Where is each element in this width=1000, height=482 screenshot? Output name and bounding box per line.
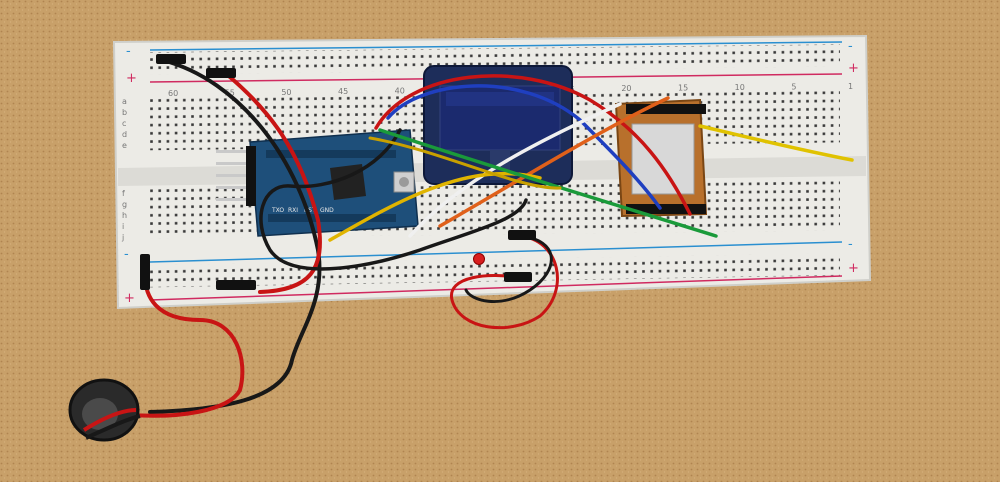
row-label: d — [122, 130, 127, 139]
row-label: f — [122, 189, 125, 198]
battery-connector — [68, 378, 141, 442]
column-label: 20 — [621, 84, 631, 93]
wire-black-battery — [148, 58, 322, 414]
bottom-positive-rail-line — [149, 275, 843, 301]
wire-white — [408, 102, 622, 238]
top-right-plus-marker: + — [848, 61, 859, 76]
row-label: e — [122, 141, 127, 150]
wire-red-led-loop — [450, 234, 559, 330]
row-label: g — [122, 200, 127, 209]
wire-yellow-2 — [698, 124, 854, 162]
jumper-wires — [118, 58, 854, 418]
pin-header — [216, 146, 256, 206]
row-label: b — [122, 108, 127, 117]
column-label: 60 — [168, 89, 178, 98]
wire-red-module — [374, 74, 692, 216]
wire-yellow-3 — [368, 136, 562, 190]
top-rail-holes — [150, 44, 840, 75]
wire-green — [378, 128, 718, 238]
wire-red-power — [222, 70, 322, 294]
bottom-negative-rail-line — [149, 241, 843, 263]
column-label: 1 — [848, 82, 853, 91]
row-label: c — [122, 119, 126, 128]
column-label: 5 — [791, 82, 796, 91]
wire-plugs — [140, 54, 536, 290]
bottom-right-minus-marker: - — [848, 237, 853, 252]
silk-gnd: GND — [320, 207, 334, 214]
row-label: i — [122, 222, 124, 231]
row-label: h — [122, 211, 127, 220]
row-label: j — [121, 233, 124, 242]
column-label: 10 — [735, 83, 745, 92]
top-minus-marker: - — [126, 44, 131, 59]
top-right-minus-marker: - — [848, 39, 853, 54]
column-label: 45 — [338, 87, 348, 96]
bottom-minus-marker: - — [124, 247, 129, 262]
top-negative-rail-line — [149, 41, 843, 51]
silk-rst: RST — [304, 207, 316, 214]
wire-red-battery — [118, 260, 245, 418]
wire-orange — [438, 96, 670, 228]
bottom-plus-marker: + — [124, 291, 135, 306]
column-label: 15 — [678, 84, 688, 93]
silk-rxi: RXI — [288, 207, 298, 214]
esp-wireless-module — [614, 98, 708, 218]
silk-txo: TXO — [271, 207, 284, 214]
wire-blue-1 — [386, 84, 662, 210]
column-label: 50 — [281, 88, 291, 97]
column-label: 40 — [395, 87, 405, 96]
row-label: a — [122, 97, 127, 106]
bottom-rail-holes — [150, 253, 840, 288]
bottom-right-plus-marker: + — [848, 261, 859, 276]
red-led — [473, 253, 485, 265]
wire-black-led-loop — [464, 234, 553, 304]
top-plus-marker: + — [126, 71, 137, 86]
wire-black-loop — [259, 128, 528, 271]
